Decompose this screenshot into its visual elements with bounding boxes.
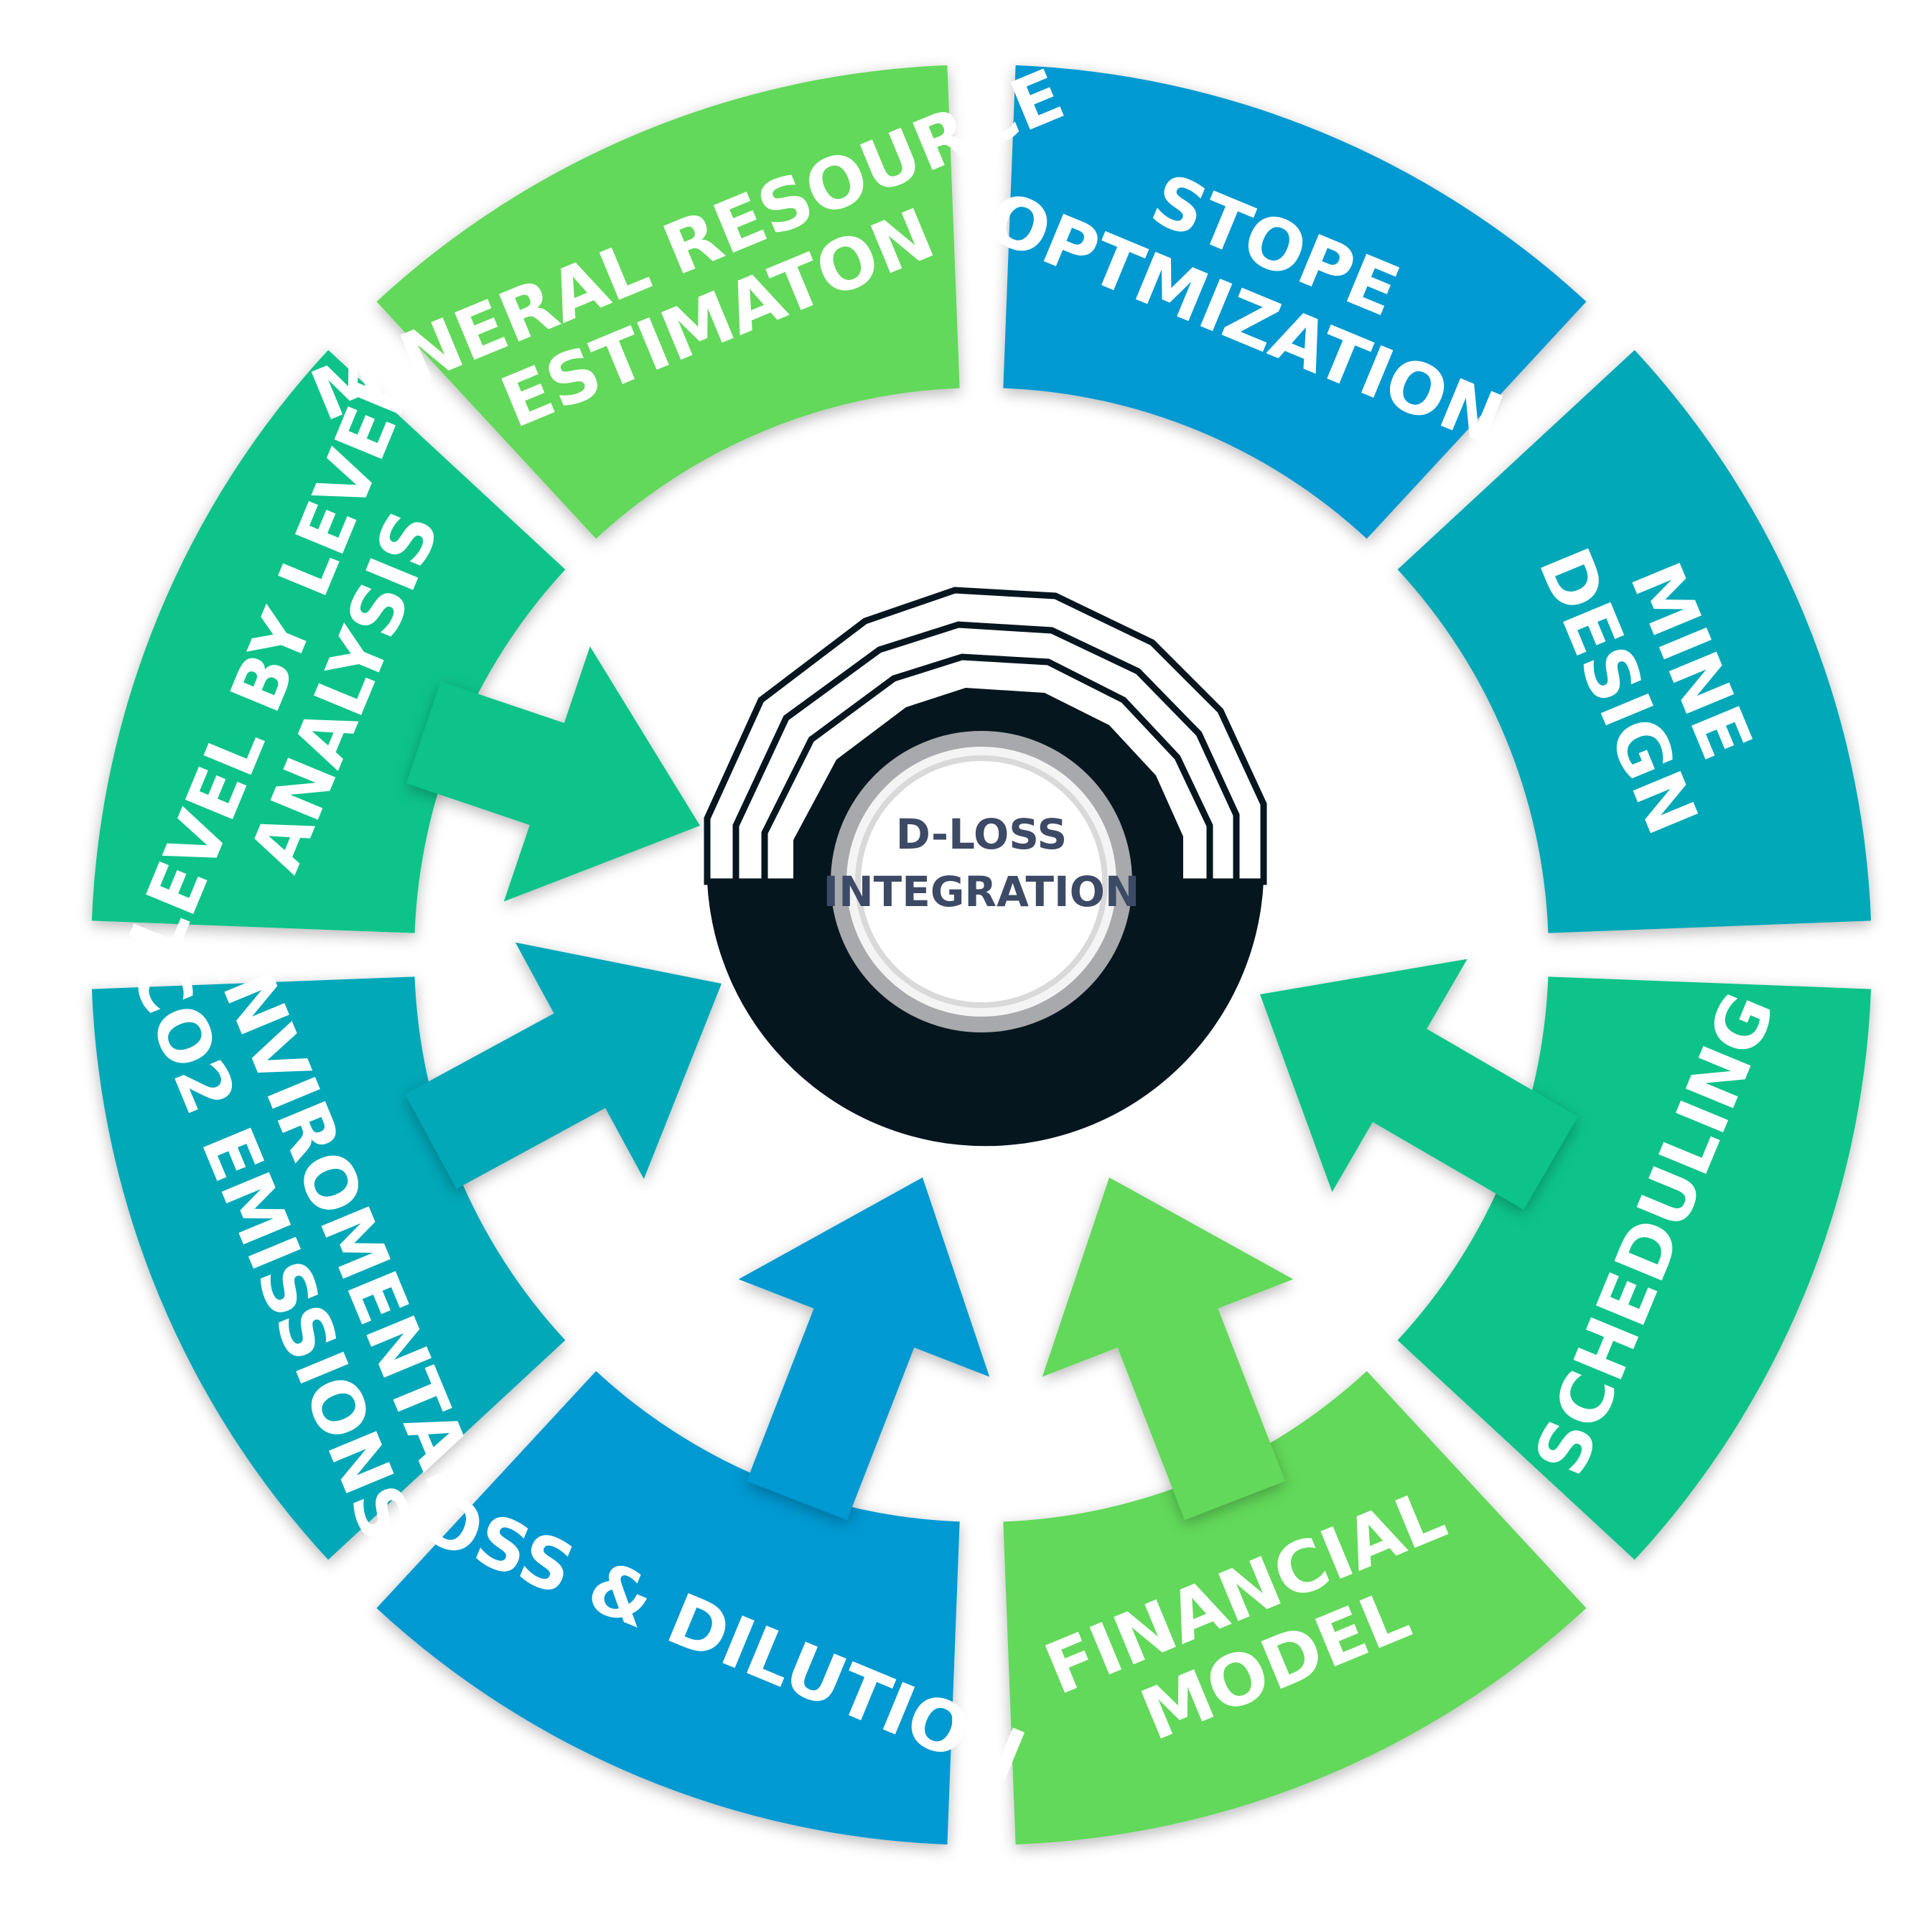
hub-core xyxy=(861,761,1102,1002)
segment-shape-mine-design xyxy=(1397,350,1872,933)
segment-scheduling: SCHEDULING xyxy=(1397,976,1872,1560)
segment-shape-enviromental xyxy=(91,976,566,1560)
segment-shape-stope xyxy=(1003,65,1587,539)
arrow-level-analysis xyxy=(406,646,700,902)
segment-shape-financial xyxy=(1003,1371,1587,1845)
segments-ring: STOPEOPTMIZATIONMINEDESIGNSCHEDULINGFINA… xyxy=(91,54,1872,1845)
segment-mine-design: MINEDESIGN xyxy=(1397,350,1872,933)
arrows-group xyxy=(405,646,1578,1521)
center-label-line2: INTEGRATION xyxy=(823,867,1140,916)
arrow-scheduling xyxy=(1260,958,1578,1210)
segment-enviromental: ENVIROMENTALCO2 EMISSIONS xyxy=(91,917,566,1560)
center-label-line1: D-LOSS xyxy=(896,810,1067,859)
segment-financial: FINANCIALMODEL xyxy=(1003,1371,1587,1845)
segment-shape-level-analysis xyxy=(91,350,566,933)
segment-level-analysis: LEVEL BY LEVELANALYSIS xyxy=(91,350,566,968)
center-hub: D-LOSS INTEGRATION xyxy=(704,587,1267,1147)
arrow-financial xyxy=(1042,1177,1294,1521)
segment-stope: STOPEOPTMIZATION xyxy=(976,65,1587,539)
arrow-enviromental xyxy=(405,942,722,1189)
arrow-loss-dilution xyxy=(738,1177,990,1521)
segment-shape-loss-dilution xyxy=(376,1371,960,1845)
segment-shape-scheduling xyxy=(1397,976,1872,1560)
segment-shape-mineral-resource xyxy=(376,65,960,539)
